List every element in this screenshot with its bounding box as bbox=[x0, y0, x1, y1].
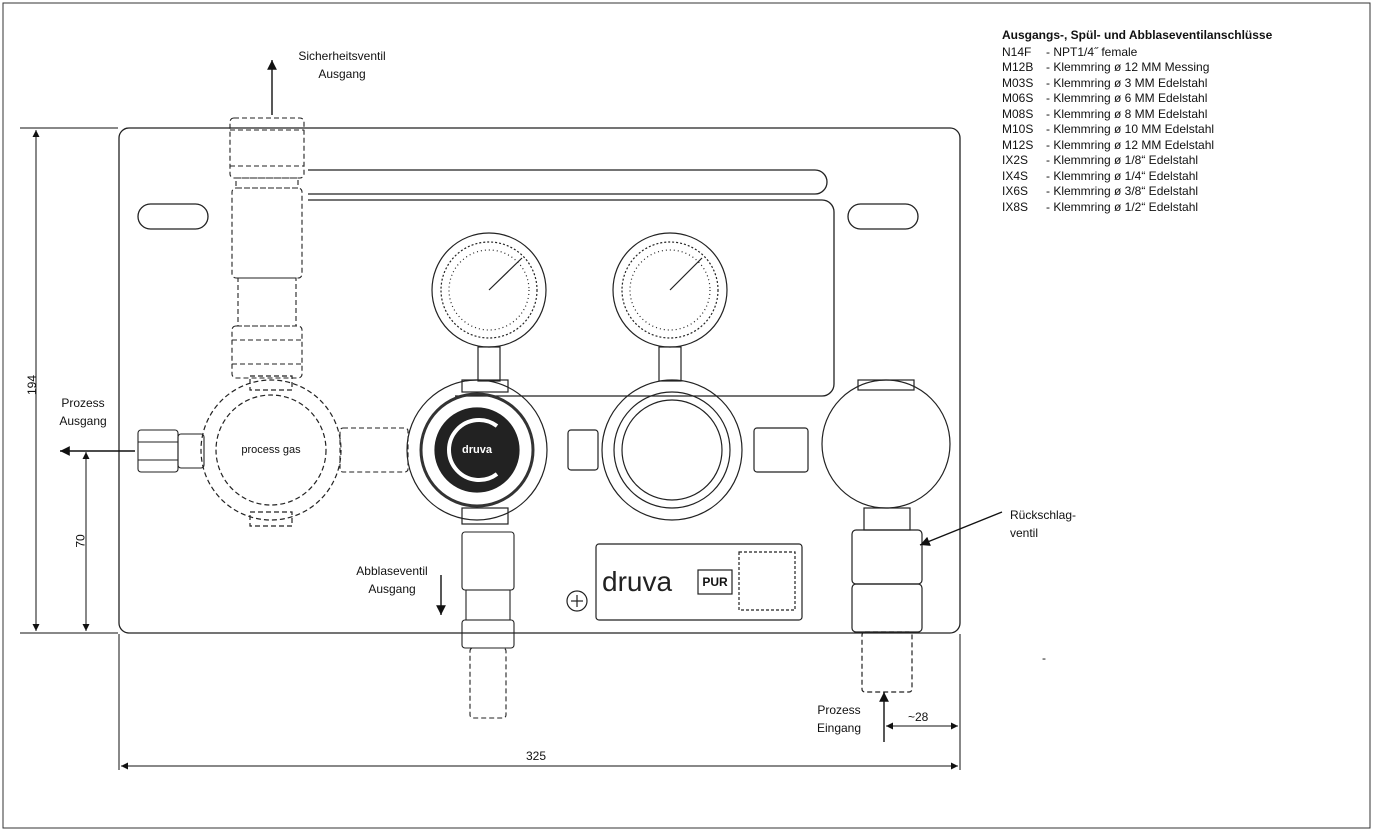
connection-legend: Ausgangs-, Spül- und Abblaseventilanschl… bbox=[1002, 28, 1272, 215]
dim-height-total: 194 bbox=[25, 374, 40, 396]
legend-code: IX4S bbox=[1002, 168, 1029, 183]
nameplate-suffix: PUR bbox=[702, 575, 728, 589]
dimension-lines bbox=[20, 127, 961, 770]
third-regulator bbox=[567, 379, 809, 521]
check-valve-label: Rückschlag-ventil bbox=[1010, 508, 1077, 540]
stray-dash: - bbox=[1042, 651, 1046, 665]
pressure-gauge-left bbox=[431, 232, 547, 382]
legend-title: Ausgangs-, Spül- und Abblaseventilanschl… bbox=[1002, 28, 1273, 42]
legend-code: M12B bbox=[1002, 60, 1034, 74]
legend-description: - Klemmring ø 6 MM Edelstahl bbox=[1046, 91, 1208, 105]
flow-arrows bbox=[60, 60, 1003, 742]
legend-item: IX8S - Klemmring ø 1/2“ Edelstahl bbox=[1002, 200, 1272, 216]
mounting-plate bbox=[118, 127, 961, 634]
check-valve-assembly bbox=[821, 379, 951, 693]
dim-height-inlet: 70 bbox=[73, 534, 88, 548]
nameplate bbox=[566, 543, 803, 621]
legend-code: M08S bbox=[1002, 106, 1034, 121]
legend-description: - Klemmring ø 12 MM Messing bbox=[1046, 60, 1210, 74]
legend-item: IX2S - Klemmring ø 1/8“ Edelstahl bbox=[1002, 153, 1272, 169]
legend-description: - Klemmring ø 3 MM Edelstahl bbox=[1046, 75, 1208, 90]
legend-item: IX4S - Klemmring ø 1/4“ Edelstahl bbox=[1002, 169, 1272, 185]
legend-item: M06S - Klemmring ø 6 MM Edelstahl bbox=[1002, 91, 1272, 107]
dim-width-total: 325 bbox=[526, 749, 547, 763]
legend-code: M06S bbox=[1002, 91, 1034, 105]
legend-item: IX6S - Klemmring ø 3/8“ Edelstahl bbox=[1002, 184, 1272, 200]
legend-code: M03S bbox=[1002, 75, 1034, 90]
process-gas-regulator bbox=[200, 375, 342, 527]
legend-description: - Klemmring ø 1/4“ Edelstahl bbox=[1046, 168, 1199, 183]
legend-description: - Klemmring ø 1/8“ Edelstahl bbox=[1046, 153, 1199, 167]
legend-item: M08S - Klemmring ø 8 MM Edelstahl bbox=[1002, 107, 1272, 123]
regulator2-text: druva bbox=[462, 444, 492, 456]
legend-description: - Klemmring ø 10 MM Edelstahl bbox=[1046, 122, 1215, 136]
legend-item: M12S - Klemmring ø 12 MM Edelstahl bbox=[1002, 138, 1272, 154]
regulator1-text: process gas bbox=[241, 444, 301, 456]
legend-description: - Klemmring ø 3/8“ Edelstahl bbox=[1046, 184, 1199, 198]
legend-code: IX2S bbox=[1002, 153, 1029, 167]
legend-item: M12B - Klemmring ø 12 MM Messing bbox=[1002, 60, 1272, 76]
legend-description: - Klemmring ø 1/2“ Edelstahl bbox=[1046, 199, 1199, 214]
legend-code: IX6S bbox=[1002, 184, 1029, 198]
druva-logo-ring bbox=[447, 418, 499, 482]
legend-code: IX8S bbox=[1002, 199, 1029, 214]
legend-item: M03S - Klemmring ø 3 MM Edelstahl bbox=[1002, 76, 1272, 92]
legend-code: M12S bbox=[1002, 137, 1034, 152]
safety-valve-assembly bbox=[229, 117, 305, 379]
legend-code: N14F bbox=[1002, 44, 1032, 59]
legend-description: - NPT1/4˝ female bbox=[1046, 44, 1138, 59]
legend-item: M10S - Klemmring ø 10 MM Edelstahl bbox=[1002, 122, 1272, 138]
legend-description: - Klemmring ø 12 MM Edelstahl bbox=[1046, 137, 1215, 152]
pressure-gauge-right bbox=[612, 232, 728, 382]
dim-inlet-offset: ~28 bbox=[908, 710, 929, 724]
legend-item: N14F - NPT1/4˝ female bbox=[1002, 45, 1272, 61]
legend-code: M10S bbox=[1002, 122, 1034, 136]
outlet-fittings bbox=[137, 427, 409, 473]
nameplate-brand: druva bbox=[602, 566, 673, 597]
relief-valve-assembly bbox=[461, 531, 515, 719]
legend-description: - Klemmring ø 8 MM Edelstahl bbox=[1046, 106, 1208, 121]
